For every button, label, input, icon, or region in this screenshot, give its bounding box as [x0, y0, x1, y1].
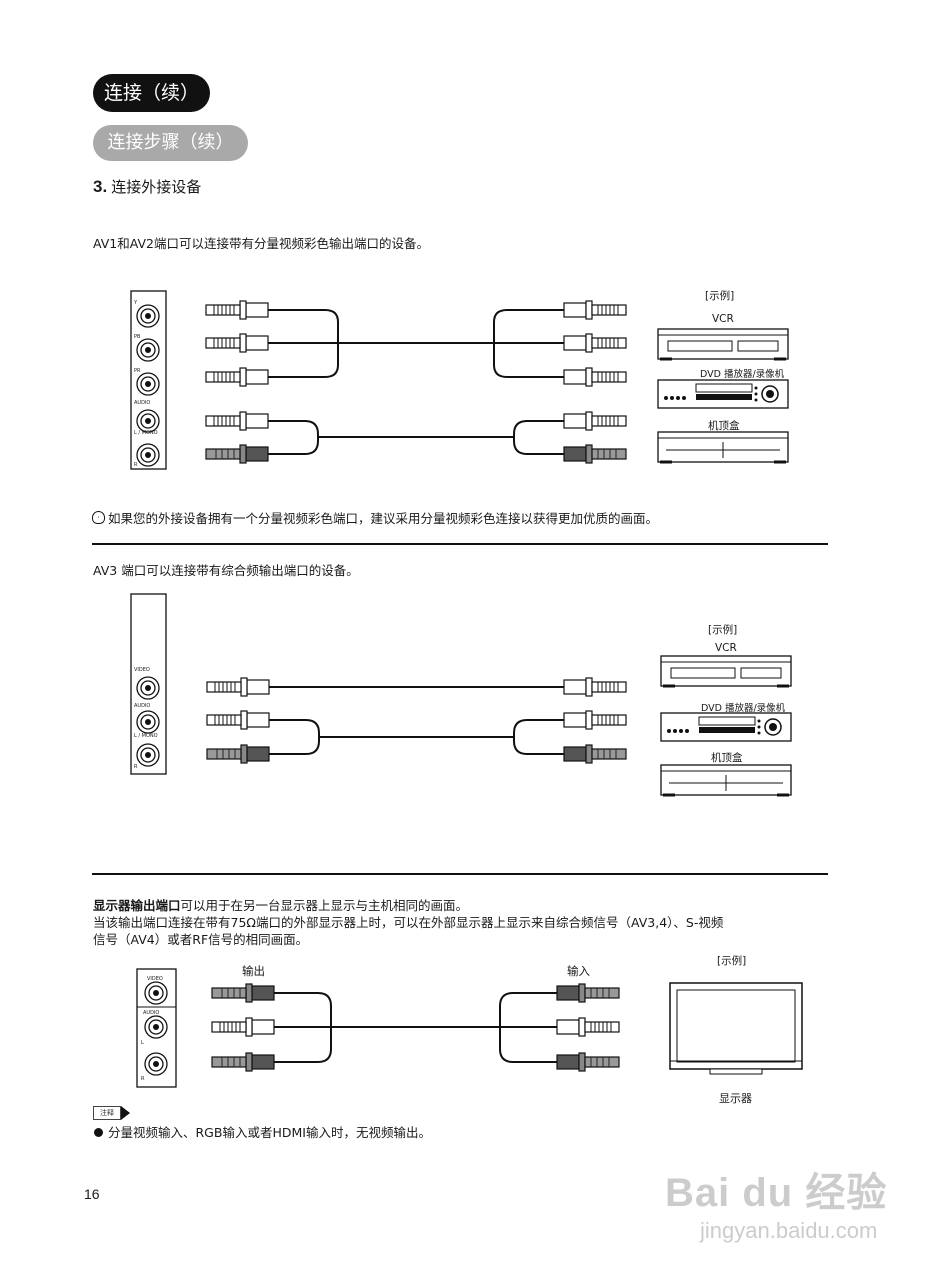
av12-example-label: [示例] [705, 290, 735, 302]
monitor-intro: 显示器输出端口可以用于在另一台显示器上显示与主机相同的画面。 [93, 897, 468, 914]
divider [92, 543, 828, 545]
input-label: 输入 [567, 964, 590, 978]
av12-label-audio: AUDIO [134, 400, 151, 406]
av12-tip: 如果您的外接设备拥有一个分量视频彩色端口，建议采用分量视频彩色连接以获得更加优质… [108, 511, 659, 526]
monitor-intro-bold: 显示器输出端口 [93, 898, 181, 913]
av12-label-pr: PR [134, 368, 141, 374]
note-tag: 注释 [93, 1106, 121, 1120]
page-number: 16 [84, 1186, 100, 1202]
step-title: 连接外接设备 [111, 178, 202, 196]
av12-device-stb: 机顶盒 [708, 420, 740, 432]
divider [92, 873, 828, 875]
av3-label-audio: AUDIO [134, 703, 151, 709]
monitor-label-audio: AUDIO [143, 1010, 160, 1016]
step-number: 3. [93, 177, 108, 196]
av3-example-label: [示例] [708, 624, 738, 636]
av12-device-vcr: VCR [712, 313, 734, 325]
monitor-line2: 当该输出端口连接在带有75Ω端口的外部显示器上时，可以在外部显示器上显示来自综合… [93, 915, 724, 930]
monitor-label-l: L [141, 1040, 144, 1046]
monitor-intro-rest: 可以用于在另一台显示器上显示与主机相同的画面。 [180, 898, 469, 913]
display-label: 显示器 [719, 1092, 752, 1105]
av3-device-dvd: DVD 播放器/录像机 [701, 703, 786, 714]
av12-label-pb: PB [134, 334, 141, 340]
monitor-label-video: VIDEO [147, 976, 163, 982]
monitor-example-label: [示例] [717, 955, 747, 967]
output-label: 输出 [242, 964, 265, 978]
av12-intro: AV1和AV2端口可以连接带有分量视频彩色输出端口的设备。 [93, 236, 430, 251]
av12-label-y: Y [134, 300, 138, 306]
note-bullet: 分量视频输入、RGB输入或者HDMI输入时，无视频输出。 [108, 1125, 431, 1140]
av3-label-lmono: L / MONO [134, 733, 158, 739]
av12-label-r: R [134, 462, 138, 468]
section-title: 连接（续） [93, 74, 210, 112]
subsection-title: 连接步骤（续） [93, 125, 248, 161]
bullet-icon [94, 1128, 103, 1137]
av3-intro: AV3 端口可以连接带有综合频输出端口的设备。 [93, 563, 359, 578]
av12-device-dvd: DVD 播放器/录像机 [700, 369, 785, 380]
watermark-brand: Bai du 经验 [665, 1171, 888, 1215]
monitor-label-r: R [141, 1076, 145, 1082]
av3-device-vcr: VCR [715, 642, 737, 654]
av3-device-stb: 机顶盒 [711, 752, 743, 764]
step-heading: 3.连接外接设备 [93, 176, 201, 197]
lightbulb-icon: · [92, 511, 105, 524]
av12-label-lmono: L / MONO [134, 430, 158, 436]
av3-label-video: VIDEO [134, 667, 150, 673]
monitor-line3: 信号（AV4）或者RF信号的相同画面。 [93, 932, 309, 947]
av3-label-r: R [134, 764, 138, 770]
arrow-icon [121, 1106, 130, 1120]
watermark-url: jingyan.baidu.com [700, 1218, 878, 1243]
